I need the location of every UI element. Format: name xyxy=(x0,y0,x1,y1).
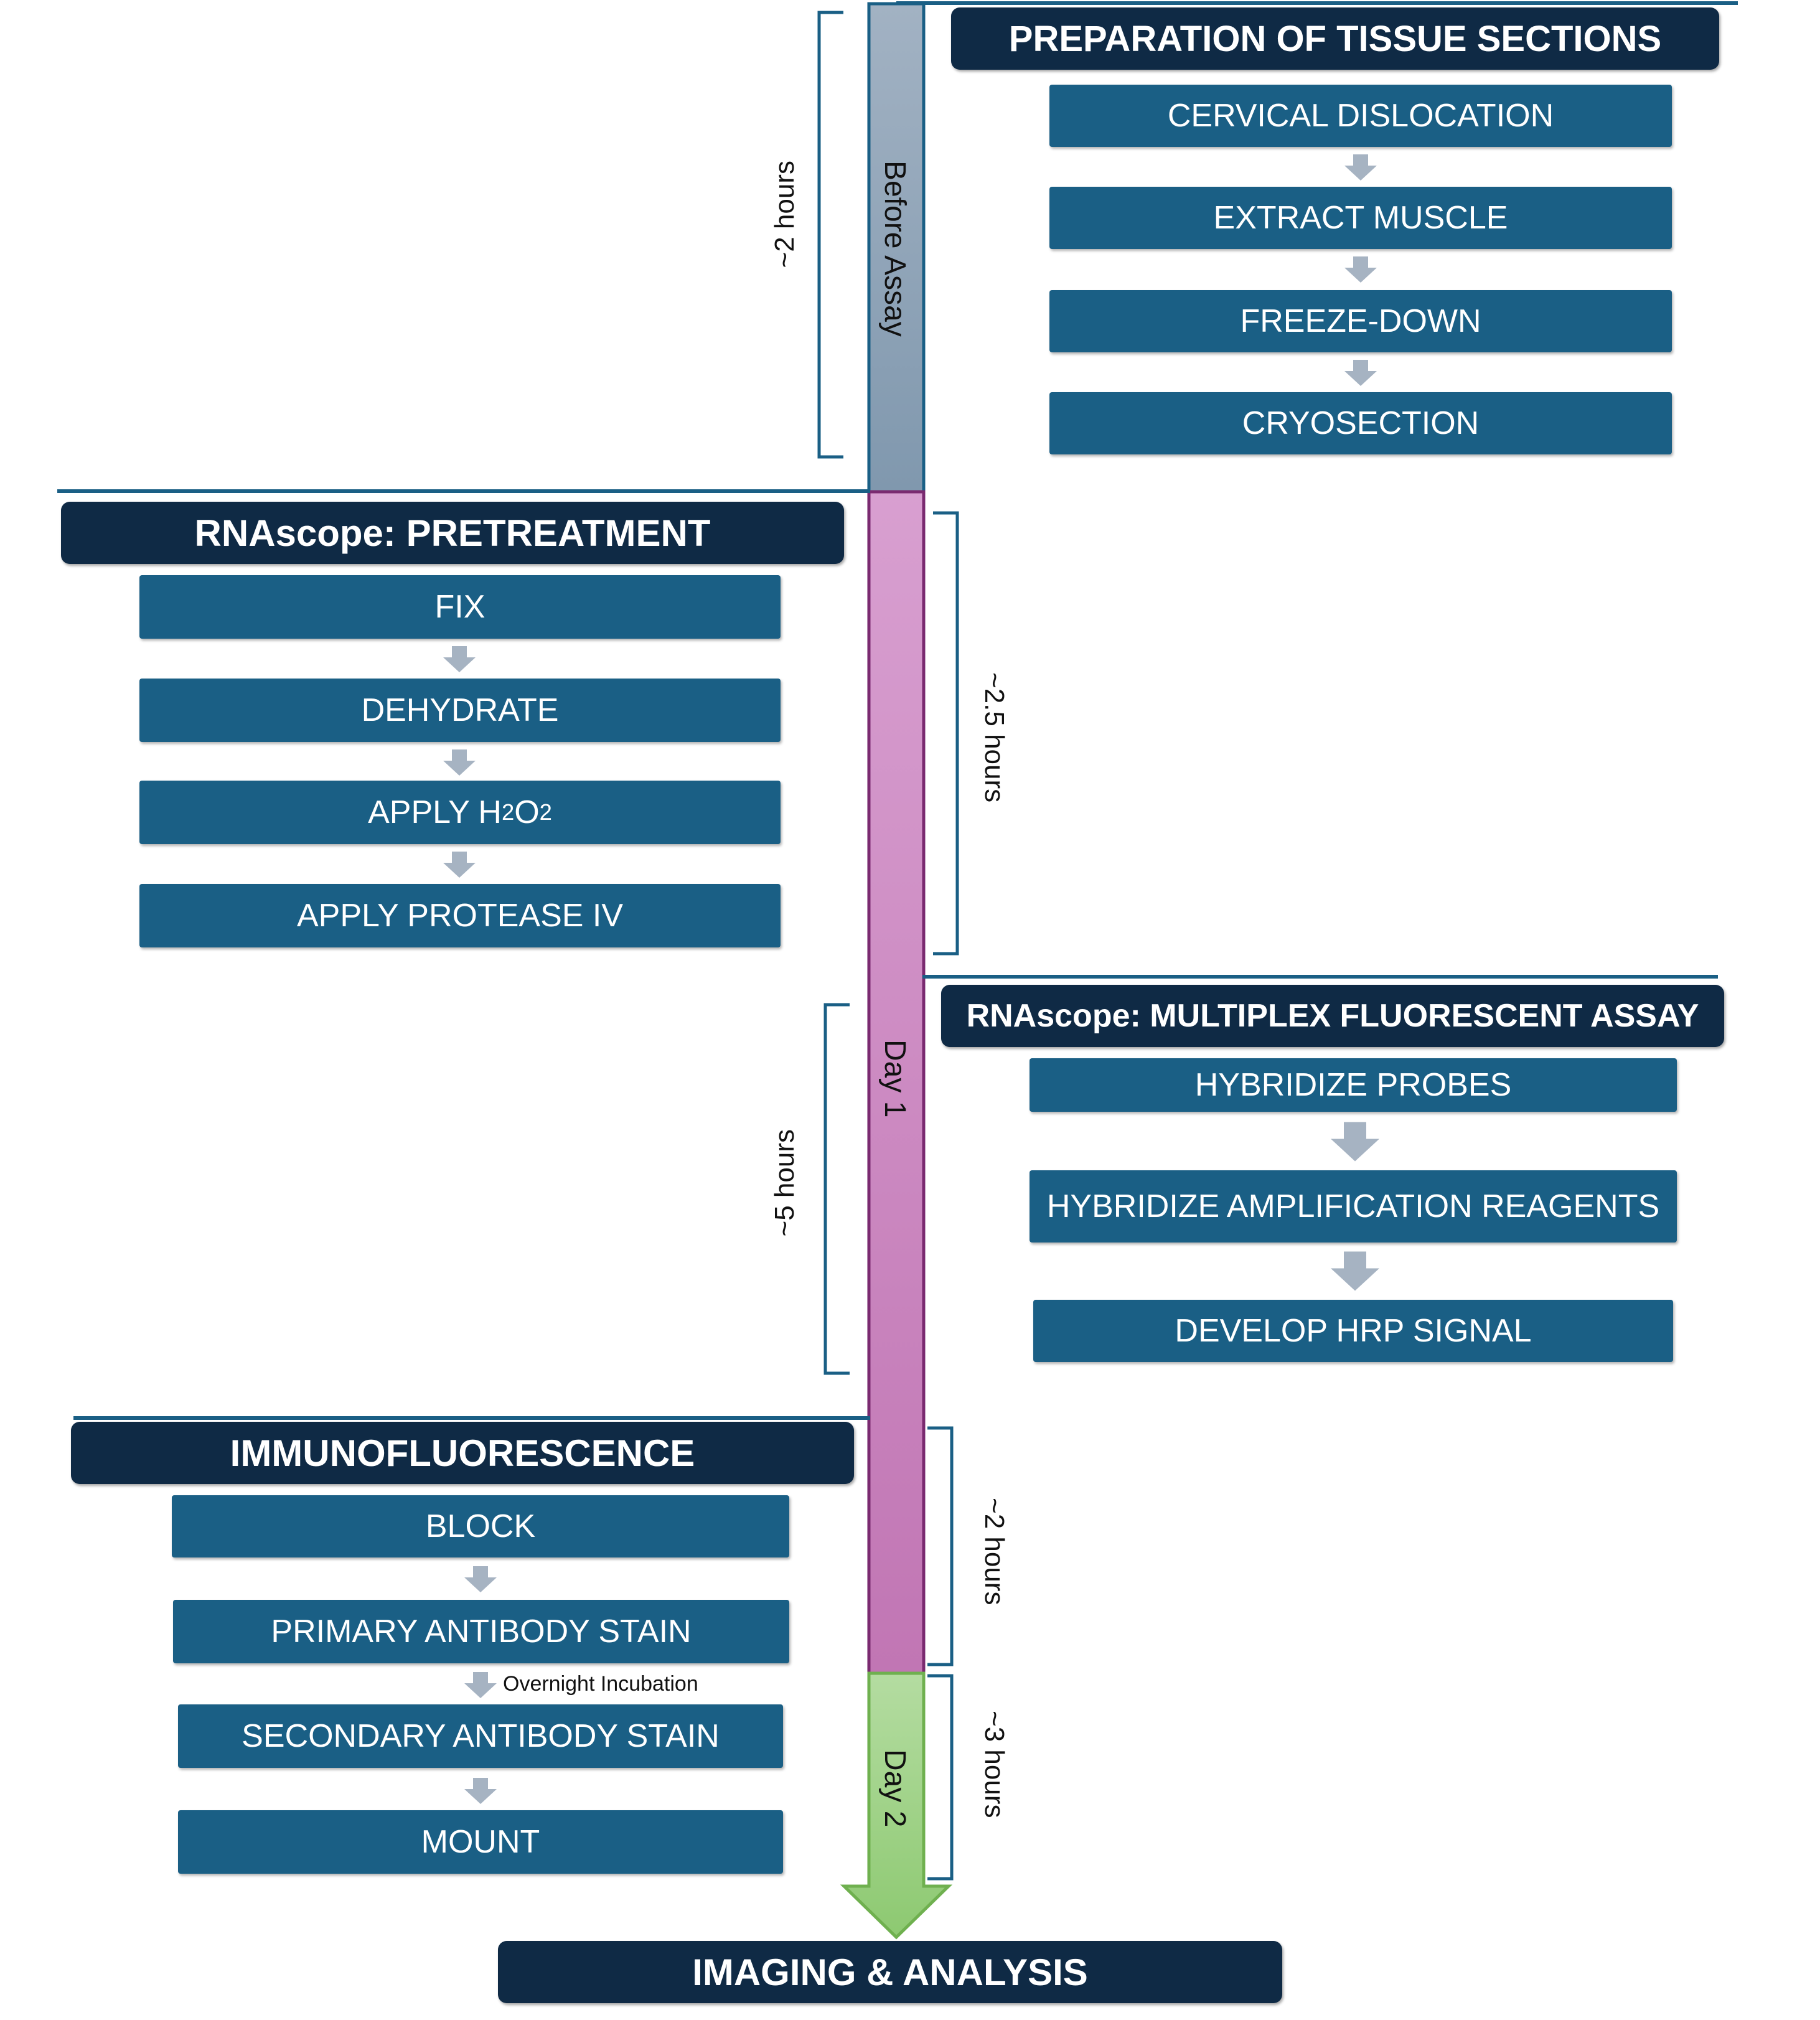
divider-prep xyxy=(896,1,1738,5)
duration-immuno-day1: ~2 hours xyxy=(979,1498,1010,1605)
imaging-analysis-box: IMAGING & ANALYSIS xyxy=(498,1941,1282,2003)
step-hybridize-amplification: HYBRIDIZE AMPLIFICATION REAGENTS xyxy=(1030,1170,1677,1243)
divider-pretreatment xyxy=(57,489,870,493)
step-develop-hrp-signal: DEVELOP HRP SIGNAL xyxy=(1033,1300,1673,1362)
step-apply-h2o2-text: APPLY H xyxy=(368,794,502,830)
bracket-immuno-day1 xyxy=(927,1426,954,1666)
day1-segment xyxy=(867,490,926,1675)
day2-label: Day 2 xyxy=(878,1749,911,1828)
arrow-down-icon xyxy=(1344,360,1377,386)
step-cervical-dislocation: CERVICAL DISLOCATION xyxy=(1049,85,1672,147)
duration-pretreatment: ~2.5 hours xyxy=(979,672,1010,803)
day2-arrow-segment xyxy=(840,1671,953,1940)
step-secondary-antibody: SECONDARY ANTIBODY STAIN xyxy=(178,1704,783,1768)
step-extract-muscle: EXTRACT MUSCLE xyxy=(1049,187,1672,249)
step-block: BLOCK xyxy=(172,1495,789,1557)
arrow-down-icon xyxy=(443,646,476,672)
duration-multiplex: ~5 hours xyxy=(769,1129,800,1237)
step-freeze-down: FREEZE-DOWN xyxy=(1049,290,1672,352)
step-cryosection: CRYOSECTION xyxy=(1049,392,1672,454)
arrow-down-icon xyxy=(1331,1251,1379,1291)
arrow-down-icon xyxy=(464,1566,497,1592)
arrow-down-icon xyxy=(1344,154,1377,181)
arrow-down-icon xyxy=(464,1778,497,1804)
before-assay-label: Before Assay xyxy=(878,161,911,337)
arrow-down-icon xyxy=(1331,1122,1379,1162)
duration-immuno-day2: ~3 hours xyxy=(979,1711,1010,1818)
bracket-pretreatment xyxy=(933,511,959,956)
day1-label: Day 1 xyxy=(878,1040,911,1118)
divider-immuno xyxy=(73,1416,870,1420)
prep-header: PREPARATION OF TISSUE SECTIONS xyxy=(951,7,1719,70)
before-assay-segment xyxy=(867,2,926,494)
multiplex-header: RNAscope: MULTIPLEX FLUORESCENT ASSAY xyxy=(941,985,1724,1047)
arrow-down-icon xyxy=(443,749,476,776)
step-hybridize-probes: HYBRIDIZE PROBES xyxy=(1030,1058,1677,1112)
arrow-down-icon xyxy=(443,852,476,878)
duration-prep: ~2 hours xyxy=(769,161,800,268)
h2o2-o: O xyxy=(514,794,540,830)
bracket-multiplex xyxy=(823,1003,850,1375)
bracket-immuno-day2 xyxy=(927,1674,954,1881)
step-mount: MOUNT xyxy=(178,1810,783,1874)
bracket-prep xyxy=(817,11,843,459)
immuno-header: IMMUNOFLUORESCENCE xyxy=(71,1422,854,1484)
step-fix: FIX xyxy=(139,575,781,639)
overnight-incubation-note: Overnight Incubation xyxy=(503,1672,698,1696)
step-apply-protease-iv: APPLY PROTEASE IV xyxy=(139,884,781,947)
pretreatment-header: RNAscope: PRETREATMENT xyxy=(61,502,844,564)
step-dehydrate: DEHYDRATE xyxy=(139,679,781,742)
arrow-down-icon xyxy=(464,1672,497,1698)
divider-multiplex xyxy=(922,975,1718,979)
step-primary-antibody: PRIMARY ANTIBODY STAIN xyxy=(173,1600,789,1663)
arrow-down-icon xyxy=(1344,256,1377,283)
